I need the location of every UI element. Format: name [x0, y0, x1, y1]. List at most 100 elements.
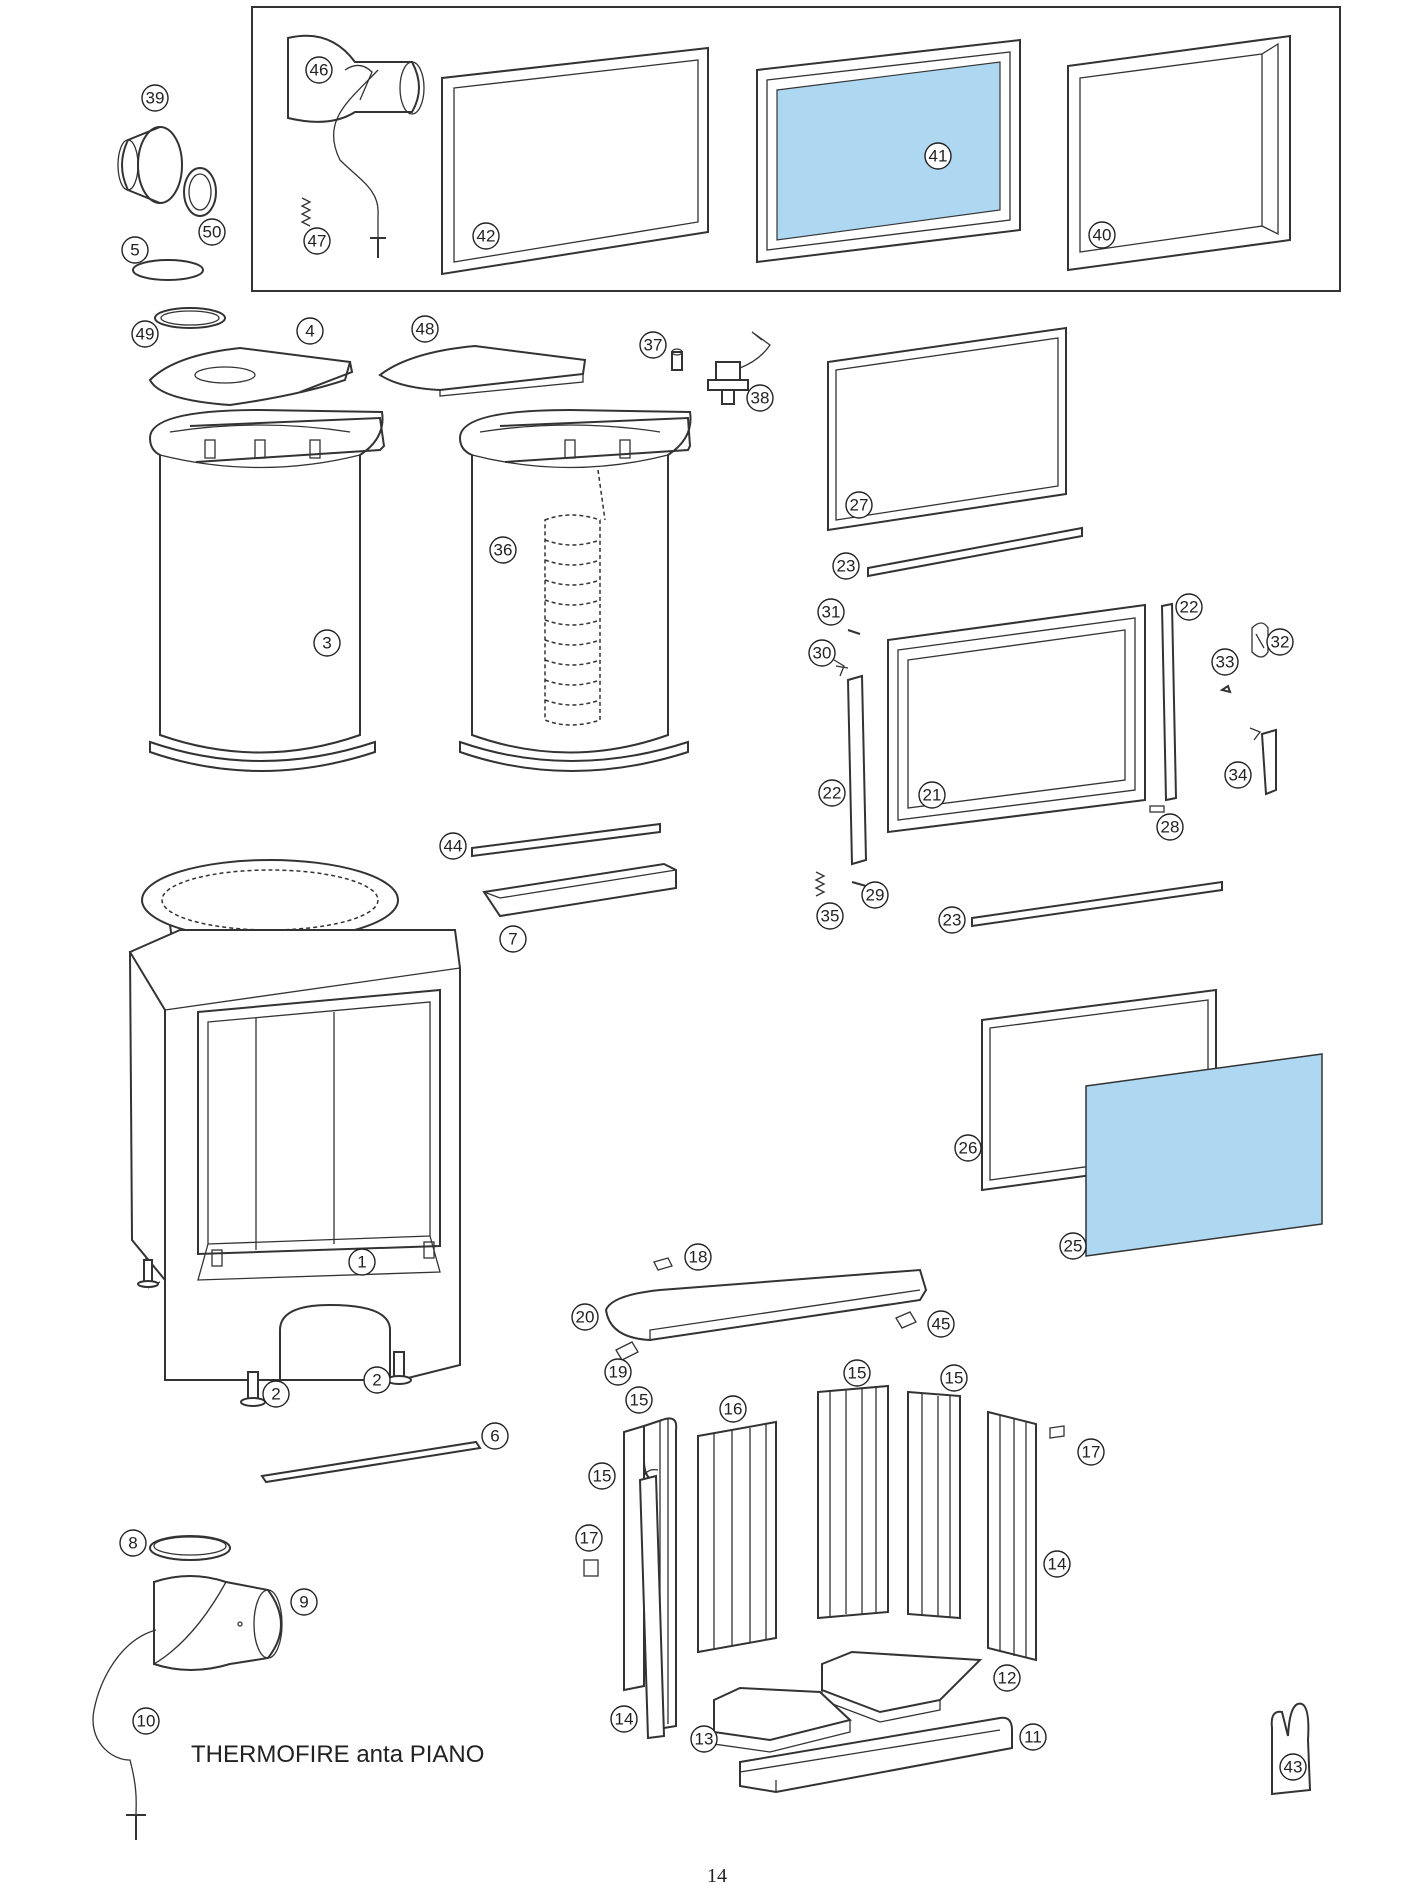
- callout-25: 25: [1059, 1232, 1087, 1260]
- svg-text:15: 15: [945, 1369, 964, 1388]
- svg-text:15: 15: [630, 1391, 649, 1410]
- svg-text:20: 20: [576, 1308, 595, 1327]
- part-45-bracket: [895, 1311, 917, 1329]
- svg-text:3: 3: [322, 634, 331, 653]
- part-3-cylinder: [148, 408, 386, 772]
- callout-29: 29: [861, 881, 889, 909]
- part-27-gasket-frame: [827, 326, 1067, 532]
- callout-41: 41: [924, 142, 952, 170]
- svg-text:5: 5: [130, 241, 139, 260]
- svg-text:45: 45: [932, 1315, 951, 1334]
- svg-text:23: 23: [943, 911, 962, 930]
- svg-text:33: 33: [1216, 653, 1235, 672]
- svg-text:29: 29: [866, 886, 885, 905]
- svg-text:28: 28: [1161, 818, 1180, 837]
- svg-text:47: 47: [308, 232, 327, 251]
- svg-text:46: 46: [310, 61, 329, 80]
- part-2-foot-left: [240, 1371, 266, 1407]
- callout-7: 7: [499, 925, 527, 953]
- callout-1: 1: [348, 1248, 376, 1276]
- part-19-bracket: [615, 1341, 639, 1361]
- svg-text:21: 21: [923, 786, 942, 805]
- part-49-gasket: [154, 307, 226, 329]
- svg-text:14: 14: [615, 1710, 634, 1729]
- svg-text:40: 40: [1093, 226, 1112, 245]
- svg-text:48: 48: [416, 320, 435, 339]
- callout-15-top-left: 15: [625, 1386, 653, 1414]
- door-options-box: [251, 6, 1341, 292]
- callout-21: 21: [918, 781, 946, 809]
- callout-14-left: 14: [610, 1705, 638, 1733]
- callout-34: 34: [1224, 761, 1252, 789]
- callout-33: 33: [1211, 648, 1239, 676]
- part-23-strip-upper: [867, 526, 1083, 578]
- callout-15-right: 15: [940, 1364, 968, 1392]
- svg-text:22: 22: [823, 784, 842, 803]
- part-10-sensor-cable: [92, 1629, 157, 1840]
- svg-text:7: 7: [508, 930, 517, 949]
- part-36-cylinder-coil: [458, 408, 692, 772]
- callout-17-left: 17: [575, 1524, 603, 1552]
- callout-8: 8: [119, 1529, 147, 1557]
- svg-text:26: 26: [959, 1139, 978, 1158]
- svg-text:25: 25: [1064, 1237, 1083, 1256]
- callout-35: 35: [816, 902, 844, 930]
- part-20-baffle: [604, 1268, 928, 1342]
- callout-6: 6: [481, 1422, 509, 1450]
- part-42-frame: [441, 46, 709, 276]
- callout-5: 5: [121, 236, 149, 264]
- callout-23-upper: 23: [832, 552, 860, 580]
- svg-text:15: 15: [848, 1364, 867, 1383]
- part-16-back-panel-left: [697, 1420, 777, 1654]
- svg-text:12: 12: [998, 1669, 1017, 1688]
- callout-39: 39: [141, 84, 169, 112]
- part-23-strip-lower: [971, 880, 1223, 928]
- svg-text:43: 43: [1284, 1758, 1303, 1777]
- part-8-clamp: [149, 1535, 231, 1561]
- diagram-caption: THERMOFIRE anta PIANO: [191, 1741, 484, 1768]
- svg-text:50: 50: [203, 223, 222, 242]
- callout-44: 44: [439, 832, 467, 860]
- callout-36: 36: [489, 536, 517, 564]
- svg-text:44: 44: [444, 837, 463, 856]
- svg-text:17: 17: [1082, 1443, 1101, 1462]
- part-37-sensor: [671, 348, 683, 371]
- svg-text:31: 31: [822, 603, 841, 622]
- part-31-pin: [847, 629, 861, 635]
- callout-19: 19: [604, 1358, 632, 1386]
- part-6-strip: [260, 1440, 482, 1484]
- svg-text:1: 1: [357, 1253, 366, 1272]
- part-34-handle: [1249, 727, 1277, 796]
- part-4-top-plate: [148, 346, 354, 407]
- callout-14-right: 14: [1043, 1550, 1071, 1578]
- svg-text:14: 14: [1048, 1555, 1067, 1574]
- part-35-spring: [814, 871, 826, 897]
- part-32-latch: [1251, 622, 1269, 658]
- svg-text:34: 34: [1229, 766, 1248, 785]
- callout-45: 45: [927, 1310, 955, 1338]
- callout-9: 9: [290, 1588, 318, 1616]
- svg-text:35: 35: [821, 907, 840, 926]
- part-11-front-brick: [739, 1716, 1013, 1794]
- callout-17-right: 17: [1077, 1438, 1105, 1466]
- callout-13: 13: [690, 1725, 718, 1753]
- part-14-side-panel-right: [987, 1410, 1037, 1662]
- svg-text:16: 16: [724, 1400, 743, 1419]
- callout-15-side: 15: [588, 1462, 616, 1490]
- callout-2-left: 2: [262, 1380, 290, 1408]
- callout-2-right: 2: [363, 1366, 391, 1394]
- svg-text:38: 38: [751, 389, 770, 408]
- callout-10: 10: [132, 1707, 160, 1735]
- svg-text:37: 37: [644, 336, 663, 355]
- svg-text:22: 22: [1180, 598, 1199, 617]
- part-47-spring: [300, 197, 312, 227]
- callout-20: 20: [571, 1303, 599, 1331]
- part-25-glass: [1085, 1053, 1323, 1257]
- callout-26: 26: [954, 1134, 982, 1162]
- part-22-profile-left: [846, 674, 868, 866]
- callout-31: 31: [817, 598, 845, 626]
- svg-text:13: 13: [695, 1730, 714, 1749]
- svg-text:49: 49: [136, 325, 155, 344]
- part-7-deflector: [482, 862, 677, 918]
